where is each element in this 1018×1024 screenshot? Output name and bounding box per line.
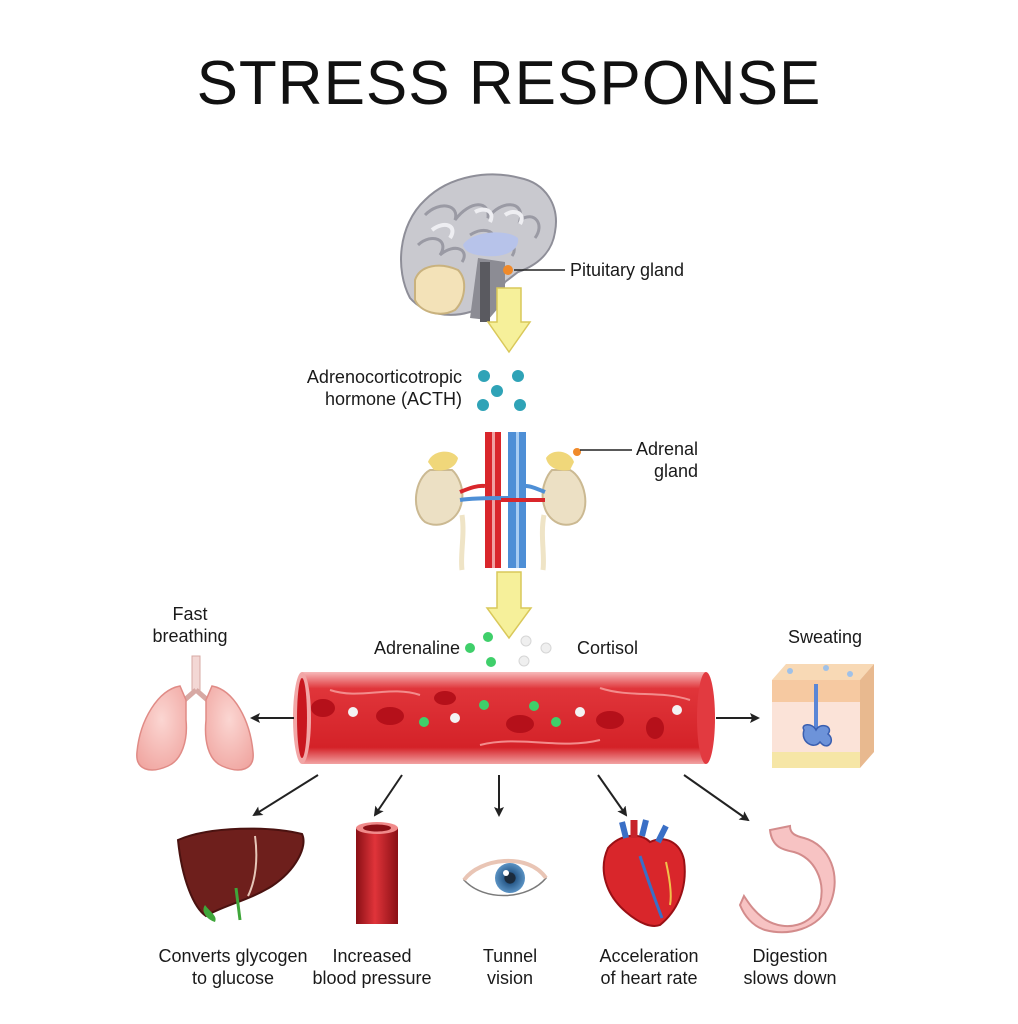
fast-breathing-label: Fast breathing	[136, 603, 244, 647]
kidneys-illustration	[414, 432, 587, 571]
skin-sweat-illustration	[772, 664, 874, 768]
fast-breathing-line2: breathing	[152, 626, 228, 646]
effect-label-vision: Tunnel vision	[460, 945, 560, 989]
effect-label-line2: to glucose	[191, 968, 275, 988]
effect-label-heart-rate: Acceleration of heart rate	[586, 945, 712, 989]
stomach-illustration	[738, 824, 836, 934]
fast-breathing-line1: Fast	[172, 604, 208, 624]
effect-label-blood-pressure: Increased blood pressure	[306, 945, 438, 989]
downward-arrow-1	[486, 287, 532, 354]
liver-illustration	[176, 827, 305, 922]
acth-label-line1: Adrenocorticotropic	[306, 367, 462, 387]
adrenaline-label: Adrenaline	[374, 638, 461, 658]
sweating-label: Sweating	[788, 627, 863, 647]
arrow-to-heart	[597, 774, 628, 817]
effect-label-line2: vision	[486, 968, 534, 988]
lungs-illustration	[136, 655, 254, 771]
eye-illustration	[462, 858, 548, 897]
acth-label: Adrenocorticotropic hormone (ACTH)	[286, 366, 462, 410]
arrow-to-artery	[373, 774, 403, 817]
brain-illustration	[400, 173, 557, 322]
effect-label-line2: blood pressure	[312, 968, 432, 988]
effect-label-line1: Increased	[332, 946, 412, 966]
blood-vessel	[293, 672, 715, 764]
acth-molecules	[477, 370, 526, 411]
pituitary-gland-label: Pituitary gland	[570, 260, 685, 280]
adrenaline-molecules	[465, 632, 496, 667]
artery-illustration	[356, 822, 398, 924]
effect-label-line1: Acceleration	[599, 946, 699, 966]
adrenal-gland-label: Adrenal gland	[616, 438, 698, 482]
effect-label-line2: slows down	[743, 968, 837, 988]
arrow-to-liver	[252, 774, 319, 817]
adrenal-label-line1: Adrenal	[635, 439, 698, 459]
cortisol-molecules	[518, 635, 552, 667]
effect-label-line1: Tunnel	[482, 946, 538, 966]
page-title: STRESS RESPONSE	[196, 49, 822, 118]
adrenal-label-line2: gland	[653, 461, 698, 481]
effect-label-line2: of heart rate	[600, 968, 698, 988]
arrow-to-stomach	[683, 774, 750, 822]
acth-label-line2: hormone (ACTH)	[324, 389, 462, 409]
heart-illustration	[602, 819, 686, 927]
downward-arrow-2	[485, 571, 533, 640]
effect-label-line1: Digestion	[752, 946, 828, 966]
cortisol-label: Cortisol	[577, 638, 639, 658]
effect-label-digestion: Digestion slows down	[732, 945, 848, 989]
effect-label-liver: Converts glycogen to glucose	[152, 945, 314, 989]
effect-label-line1: Converts glycogen	[158, 946, 308, 966]
